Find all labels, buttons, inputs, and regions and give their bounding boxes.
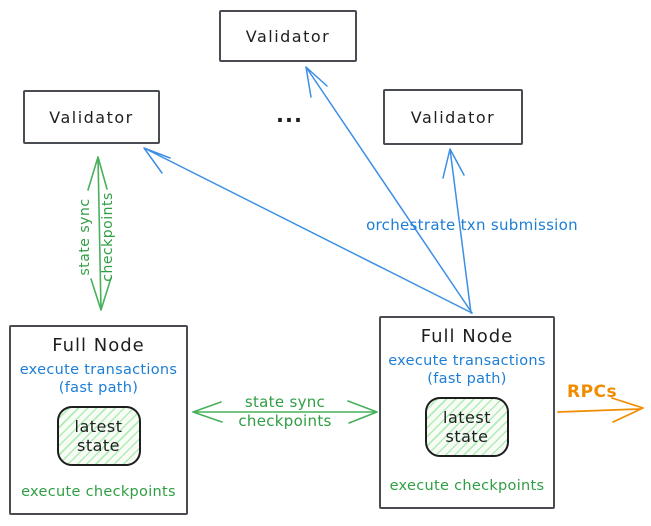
state-sync-mid-label-line1: state sync: [244, 393, 326, 411]
full-node-left: Full Node execute transactions (fast pat…: [9, 325, 188, 515]
validator-left-label: Validator: [49, 107, 134, 127]
state-sync-mid-label-line2: checkpoints: [238, 412, 332, 430]
state-sync-left-label-line1: state sync: [77, 198, 93, 276]
state-sync-left-label: state sync checkpoints: [74, 157, 120, 317]
state-sync-mid-label: state sync checkpoints: [210, 393, 360, 431]
latest-state-left-line1: latest: [74, 417, 123, 436]
full-node-right-title: Full Node: [420, 326, 514, 347]
full-node-left-title: Full Node: [52, 335, 145, 356]
full-node-left-footer: execute checkpoints: [21, 484, 176, 500]
validator-right-label: Validator: [410, 107, 496, 127]
validators-ellipsis: ...: [276, 103, 303, 127]
full-node-left-exec: execute transactions (fast path): [20, 361, 178, 397]
rpcs-label: RPCs: [567, 382, 618, 402]
latest-state-left-line2: state: [76, 436, 121, 455]
full-node-right: Full Node execute transactions (fast pat…: [379, 316, 555, 509]
latest-state-right-line2: state: [445, 427, 489, 446]
latest-state-right-line1: latest: [443, 408, 491, 427]
latest-state-box-right: latest state: [425, 397, 509, 457]
latest-state-box-left: latest state: [56, 406, 141, 466]
orchestrate-label: orchestrate txn submission: [366, 216, 578, 234]
full-node-right-exec-line2: (fast path): [427, 371, 507, 387]
validator-top-label: Validator: [245, 26, 331, 46]
full-node-left-exec-line2: (fast path): [58, 380, 139, 396]
full-node-left-exec-line1: execute transactions: [19, 362, 178, 378]
validator-node-top: Validator: [219, 10, 357, 62]
state-sync-left-label-line2: checkpoints: [100, 192, 116, 282]
full-node-right-footer: execute checkpoints: [389, 478, 545, 494]
full-node-right-exec: execute transactions (fast path): [388, 352, 546, 388]
validator-node-right: Validator: [383, 89, 523, 145]
full-node-right-exec-line1: execute transactions: [388, 353, 546, 369]
validator-node-left: Validator: [23, 90, 160, 144]
